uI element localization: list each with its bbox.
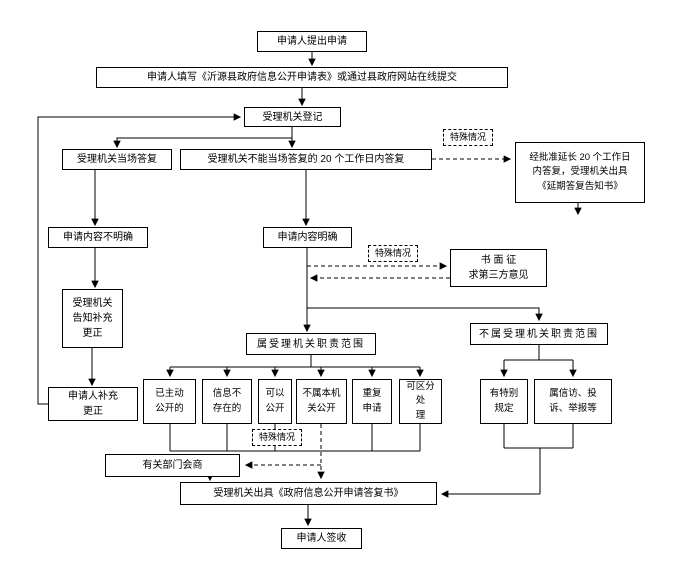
node-applicant-supplement: 申请人补充 更正: [48, 387, 138, 421]
node-already-public: 已主动 公开的: [143, 379, 196, 424]
node-third-party-opinion: 书 面 征 求第三方意见: [450, 249, 547, 287]
node-fill-form: 申请人填写《沂源县政府信息公开申请表》或通过县政府网站在线提交: [96, 67, 508, 88]
node-notify-supplement: 受理机关 告知补充 更正: [62, 289, 123, 348]
label-special-case-1: 特殊情况: [443, 129, 493, 146]
node-special-rule: 有特别 规定: [480, 379, 528, 424]
node-content-unclear: 申请内容不明确: [48, 227, 148, 248]
node-repeat-apply: 重复 申请: [352, 379, 392, 424]
label-special-case-2: 特殊情况: [368, 245, 418, 262]
node-extend-reply: 经批准延长 20 个工作日 内答复，受理机关出具 《延期答复告知书》: [515, 142, 645, 203]
node-register: 受理机关登记: [244, 107, 341, 127]
node-info-not-exist: 信息不 存在的: [202, 379, 252, 424]
node-can-public: 可以 公开: [258, 379, 292, 424]
node-petition-complaint: 属信访、投 诉、举报等: [534, 379, 612, 424]
node-content-clear: 申请内容明确: [263, 227, 352, 248]
node-applicant-sign: 申请人签收: [281, 528, 362, 549]
arrow-register-to-onspot: [113, 137, 292, 149]
node-separable-handling: 可区分处 理: [399, 379, 442, 424]
arrow-clear-to-outscope: [307, 307, 543, 322]
node-submit-application: 申请人提出申请: [257, 31, 367, 52]
node-out-of-scope: 不属受理机关职责范围: [470, 323, 608, 345]
arrow-supplement-back-to-register: [37, 113, 242, 405]
node-in-scope: 属受理机关职责范围: [246, 333, 376, 355]
node-not-onspot-reply: 受理机关不能当场答复的 20 个工作日内答复: [180, 149, 432, 170]
connector-lines: [37, 52, 582, 527]
node-not-this-org: 不属本机 关公开: [296, 379, 347, 424]
label-special-case-3: 特殊情况: [252, 429, 302, 446]
node-department-consult: 有关部门会商: [105, 454, 240, 477]
node-issue-reply: 受理机关出具《政府信息公开申请答复书》: [180, 482, 437, 505]
node-onspot-reply: 受理机关当场答复: [62, 149, 172, 170]
